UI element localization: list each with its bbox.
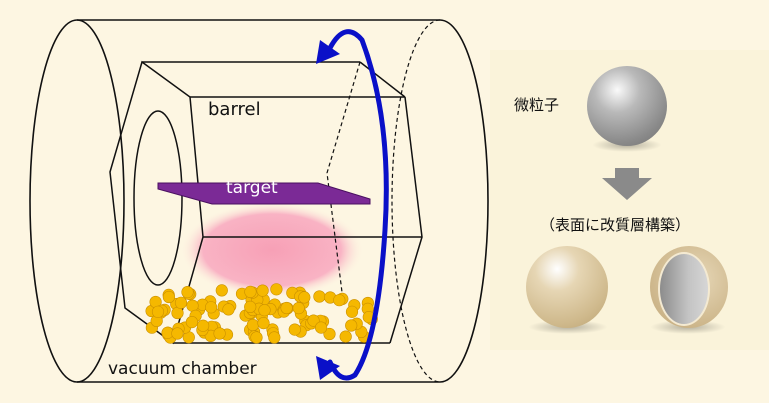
particle bbox=[171, 327, 184, 340]
particle bbox=[197, 319, 210, 332]
particle bbox=[244, 300, 257, 314]
process-label: （表面に改質層構築） bbox=[540, 216, 691, 234]
coated-particle-cross-section-icon bbox=[650, 246, 728, 328]
particle-label: 微粒子 bbox=[514, 96, 560, 114]
target-plate bbox=[157, 182, 371, 205]
barrel-sputtering-apparatus bbox=[29, 19, 489, 383]
particle bbox=[268, 331, 281, 344]
particle bbox=[246, 318, 259, 332]
particle bbox=[313, 290, 326, 303]
vacuum-chamber-label: vacuum chamber bbox=[108, 359, 257, 379]
particle bbox=[256, 284, 269, 297]
particle bbox=[205, 301, 218, 314]
particle bbox=[288, 323, 301, 336]
particle bbox=[185, 316, 198, 329]
particle bbox=[307, 314, 320, 327]
plasma-glow bbox=[180, 202, 364, 298]
particle bbox=[171, 306, 184, 320]
down-arrow-icon bbox=[602, 168, 652, 200]
particle bbox=[162, 290, 175, 304]
particle bbox=[186, 299, 199, 312]
barrel-label: barrel bbox=[208, 99, 261, 120]
rotation-arrow-icon bbox=[316, 29, 389, 381]
particle bbox=[151, 305, 165, 318]
particle bbox=[292, 302, 305, 315]
target-label: target bbox=[226, 178, 278, 198]
particle bbox=[222, 303, 235, 316]
particle-sphere-icon bbox=[587, 66, 667, 146]
particles bbox=[145, 283, 378, 344]
particle bbox=[250, 331, 263, 344]
particle bbox=[244, 285, 257, 299]
particle bbox=[258, 304, 271, 317]
particle bbox=[280, 301, 293, 315]
coated-particle-icon bbox=[526, 246, 608, 328]
particle bbox=[339, 330, 352, 343]
particle bbox=[333, 294, 346, 307]
particle bbox=[323, 327, 336, 341]
particle bbox=[345, 319, 358, 332]
particle bbox=[270, 283, 283, 296]
particle bbox=[298, 291, 311, 304]
particle bbox=[345, 305, 359, 318]
particle bbox=[213, 327, 226, 340]
particle bbox=[181, 286, 194, 299]
particle bbox=[257, 317, 270, 330]
particle bbox=[315, 321, 328, 334]
particle bbox=[215, 284, 228, 297]
particle bbox=[174, 296, 188, 309]
vacuum-chamber bbox=[29, 19, 489, 383]
surface-modification-panel: 微粒子 （表面に改質層構築） bbox=[490, 50, 769, 350]
